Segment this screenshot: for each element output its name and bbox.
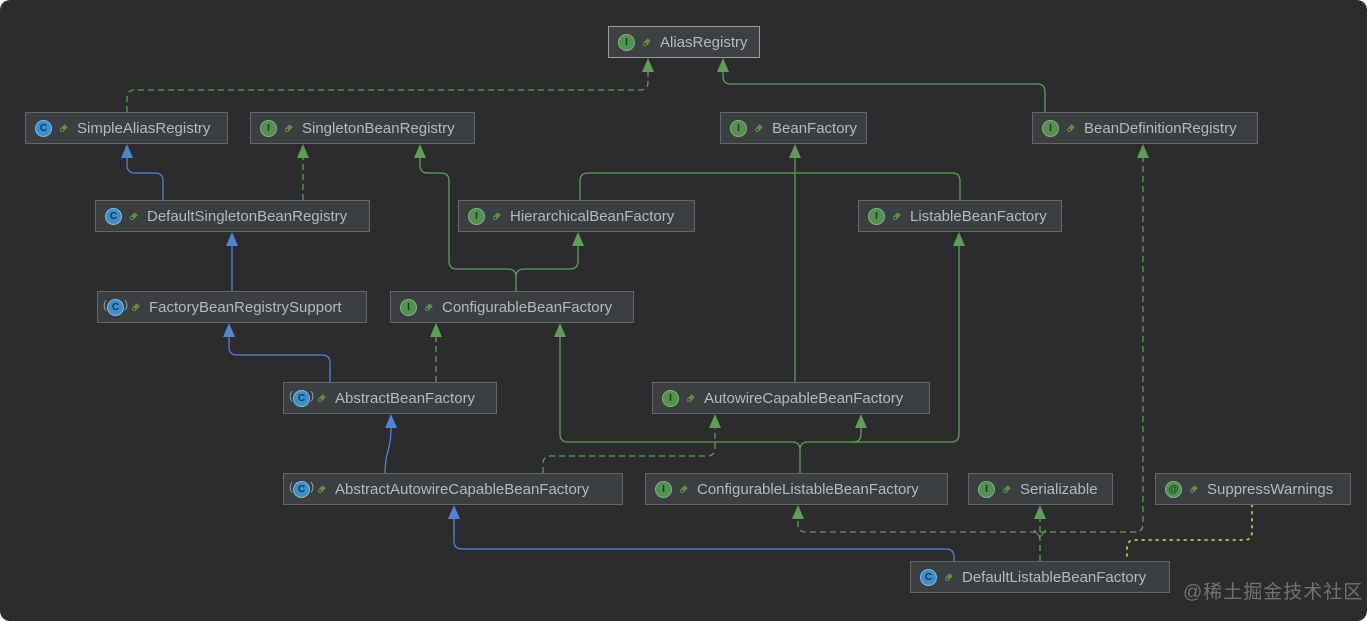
interface-icon: I	[618, 33, 635, 51]
key-icon	[284, 123, 293, 132]
edge-defaultlistable-configurablelistable	[797, 519, 1041, 561]
edge-defaultlistable-beandefinitionregistry	[1040, 158, 1144, 533]
edge-defaultlistable-abstractautowire	[453, 519, 955, 561]
class-icon: C	[35, 119, 52, 137]
abstract-class-icon: C	[289, 480, 314, 498]
class-node-label: ConfigurableListableBeanFactory	[697, 480, 919, 498]
interface-icon: I	[730, 119, 747, 137]
class-node-abstract-autowire-capable-bean-factory[interactable]: C AbstractAutowireCapableBeanFactory	[283, 473, 623, 505]
class-node-bean-factory[interactable]: I BeanFactory	[720, 112, 867, 144]
edge-configurablelistable-listablebeanfactory	[799, 246, 960, 451]
class-node-singleton-bean-registry[interactable]: I SingletonBeanRegistry	[250, 112, 475, 144]
class-node-configurable-bean-factory[interactable]: I ConfigurableBeanFactory	[390, 291, 634, 323]
key-icon	[1066, 123, 1075, 132]
green-arrowheads	[297, 58, 1149, 519]
edge-configurablebeanfactory-hierarchicalbeanfactory	[515, 246, 579, 278]
edge-suppresswarnings-defaultlistable	[1126, 504, 1253, 558]
edge-abstractautowire-autowirecapable	[542, 428, 716, 473]
interface-icon: I	[1042, 119, 1059, 137]
key-icon	[317, 393, 326, 402]
class-node-label: AutowireCapableBeanFactory	[704, 389, 904, 407]
edge-abstractautowire-abstractbeanfactory	[384, 427, 392, 474]
class-node-label: SimpleAliasRegistry	[77, 119, 211, 137]
class-node-configurable-listable-bean-factory[interactable]: I ConfigurableListableBeanFactory	[645, 473, 948, 505]
key-icon	[59, 123, 68, 132]
interface-icon: I	[400, 298, 417, 316]
watermark: @稀土掘金技术社区	[1183, 582, 1364, 603]
key-icon	[492, 211, 501, 220]
edge-configurablelistable-autowirecapable	[852, 428, 862, 443]
edge-beandefinitionregistry-aliasregistry	[722, 72, 1046, 112]
key-icon	[679, 484, 688, 493]
class-node-label: HierarchicalBeanFactory	[510, 207, 675, 225]
class-node-factory-bean-registry-support[interactable]: C FactoryBeanRegistrySupport	[97, 291, 367, 323]
class-node-label: SuppressWarnings	[1207, 480, 1334, 498]
key-icon	[1189, 484, 1198, 493]
interface-icon: I	[655, 480, 672, 498]
class-node-label: ListableBeanFactory	[910, 207, 1047, 225]
blue-arrowheads	[121, 144, 460, 519]
interface-icon: I	[468, 207, 485, 225]
abstract-class-icon: C	[103, 298, 128, 316]
key-icon	[686, 393, 695, 402]
key-icon	[1002, 484, 1011, 493]
class-node-listable-bean-factory[interactable]: I ListableBeanFactory	[858, 200, 1062, 232]
class-node-label: Serializable	[1020, 480, 1098, 498]
key-icon	[424, 302, 433, 311]
edge-hierarchical-listable-rail	[579, 172, 961, 200]
class-icon: C	[920, 568, 937, 586]
key-icon	[754, 123, 763, 132]
class-node-label: BeanFactory	[772, 119, 858, 137]
key-icon	[892, 211, 901, 220]
key-icon	[944, 572, 953, 581]
class-node-autowire-capable-bean-factory[interactable]: I AutowireCapableBeanFactory	[652, 382, 930, 414]
class-node-label: DefaultListableBeanFactory	[962, 568, 1147, 586]
class-node-label: AliasRegistry	[660, 33, 748, 51]
abstract-class-icon: C	[289, 389, 314, 407]
key-icon	[131, 302, 140, 311]
interface-icon: I	[260, 119, 277, 137]
interface-icon: I	[662, 389, 679, 407]
edge-configurablebeanfactory-singletonbeanregistry	[419, 158, 517, 291]
class-node-bean-definition-registry[interactable]: I BeanDefinitionRegistry	[1032, 112, 1258, 144]
class-node-label: AbstractBeanFactory	[335, 389, 476, 407]
class-node-default-listable-bean-factory[interactable]: C DefaultListableBeanFactory	[910, 561, 1170, 593]
class-node-simple-alias-registry[interactable]: C SimpleAliasRegistry	[25, 112, 228, 144]
interface-icon: I	[868, 207, 885, 225]
class-node-label: BeanDefinitionRegistry	[1084, 119, 1237, 137]
class-node-label: SingletonBeanRegistry	[302, 119, 455, 137]
annotation-icon: @	[1165, 480, 1182, 498]
class-node-default-singleton-bean-registry[interactable]: C DefaultSingletonBeanRegistry	[95, 200, 370, 232]
edge-defaultsingleton-simplealiasregistry	[126, 158, 164, 200]
edge-abstractbeanfactory-factorybeanregistrysupport	[228, 337, 331, 382]
class-node-abstract-bean-factory[interactable]: C AbstractBeanFactory	[283, 382, 497, 414]
edge-simplealiasregistry-aliasregistry	[126, 72, 649, 112]
class-icon: C	[105, 207, 122, 225]
key-icon	[642, 37, 651, 46]
class-node-label: AbstractAutowireCapableBeanFactory	[335, 480, 590, 498]
interface-icon: I	[978, 480, 995, 498]
class-node-suppress-warnings[interactable]: @ SuppressWarnings	[1155, 473, 1351, 505]
class-node-label: FactoryBeanRegistrySupport	[149, 298, 342, 316]
key-icon	[129, 211, 138, 220]
edge-configurablelistable-configurablebeanfactory	[559, 337, 801, 473]
class-node-alias-registry[interactable]: I AliasRegistry	[608, 26, 760, 58]
key-icon	[317, 484, 326, 493]
class-node-label: ConfigurableBeanFactory	[442, 298, 613, 316]
class-node-hierarchical-bean-factory[interactable]: I HierarchicalBeanFactory	[458, 200, 695, 232]
class-node-serializable[interactable]: I Serializable	[968, 473, 1113, 505]
class-node-label: DefaultSingletonBeanRegistry	[147, 207, 348, 225]
